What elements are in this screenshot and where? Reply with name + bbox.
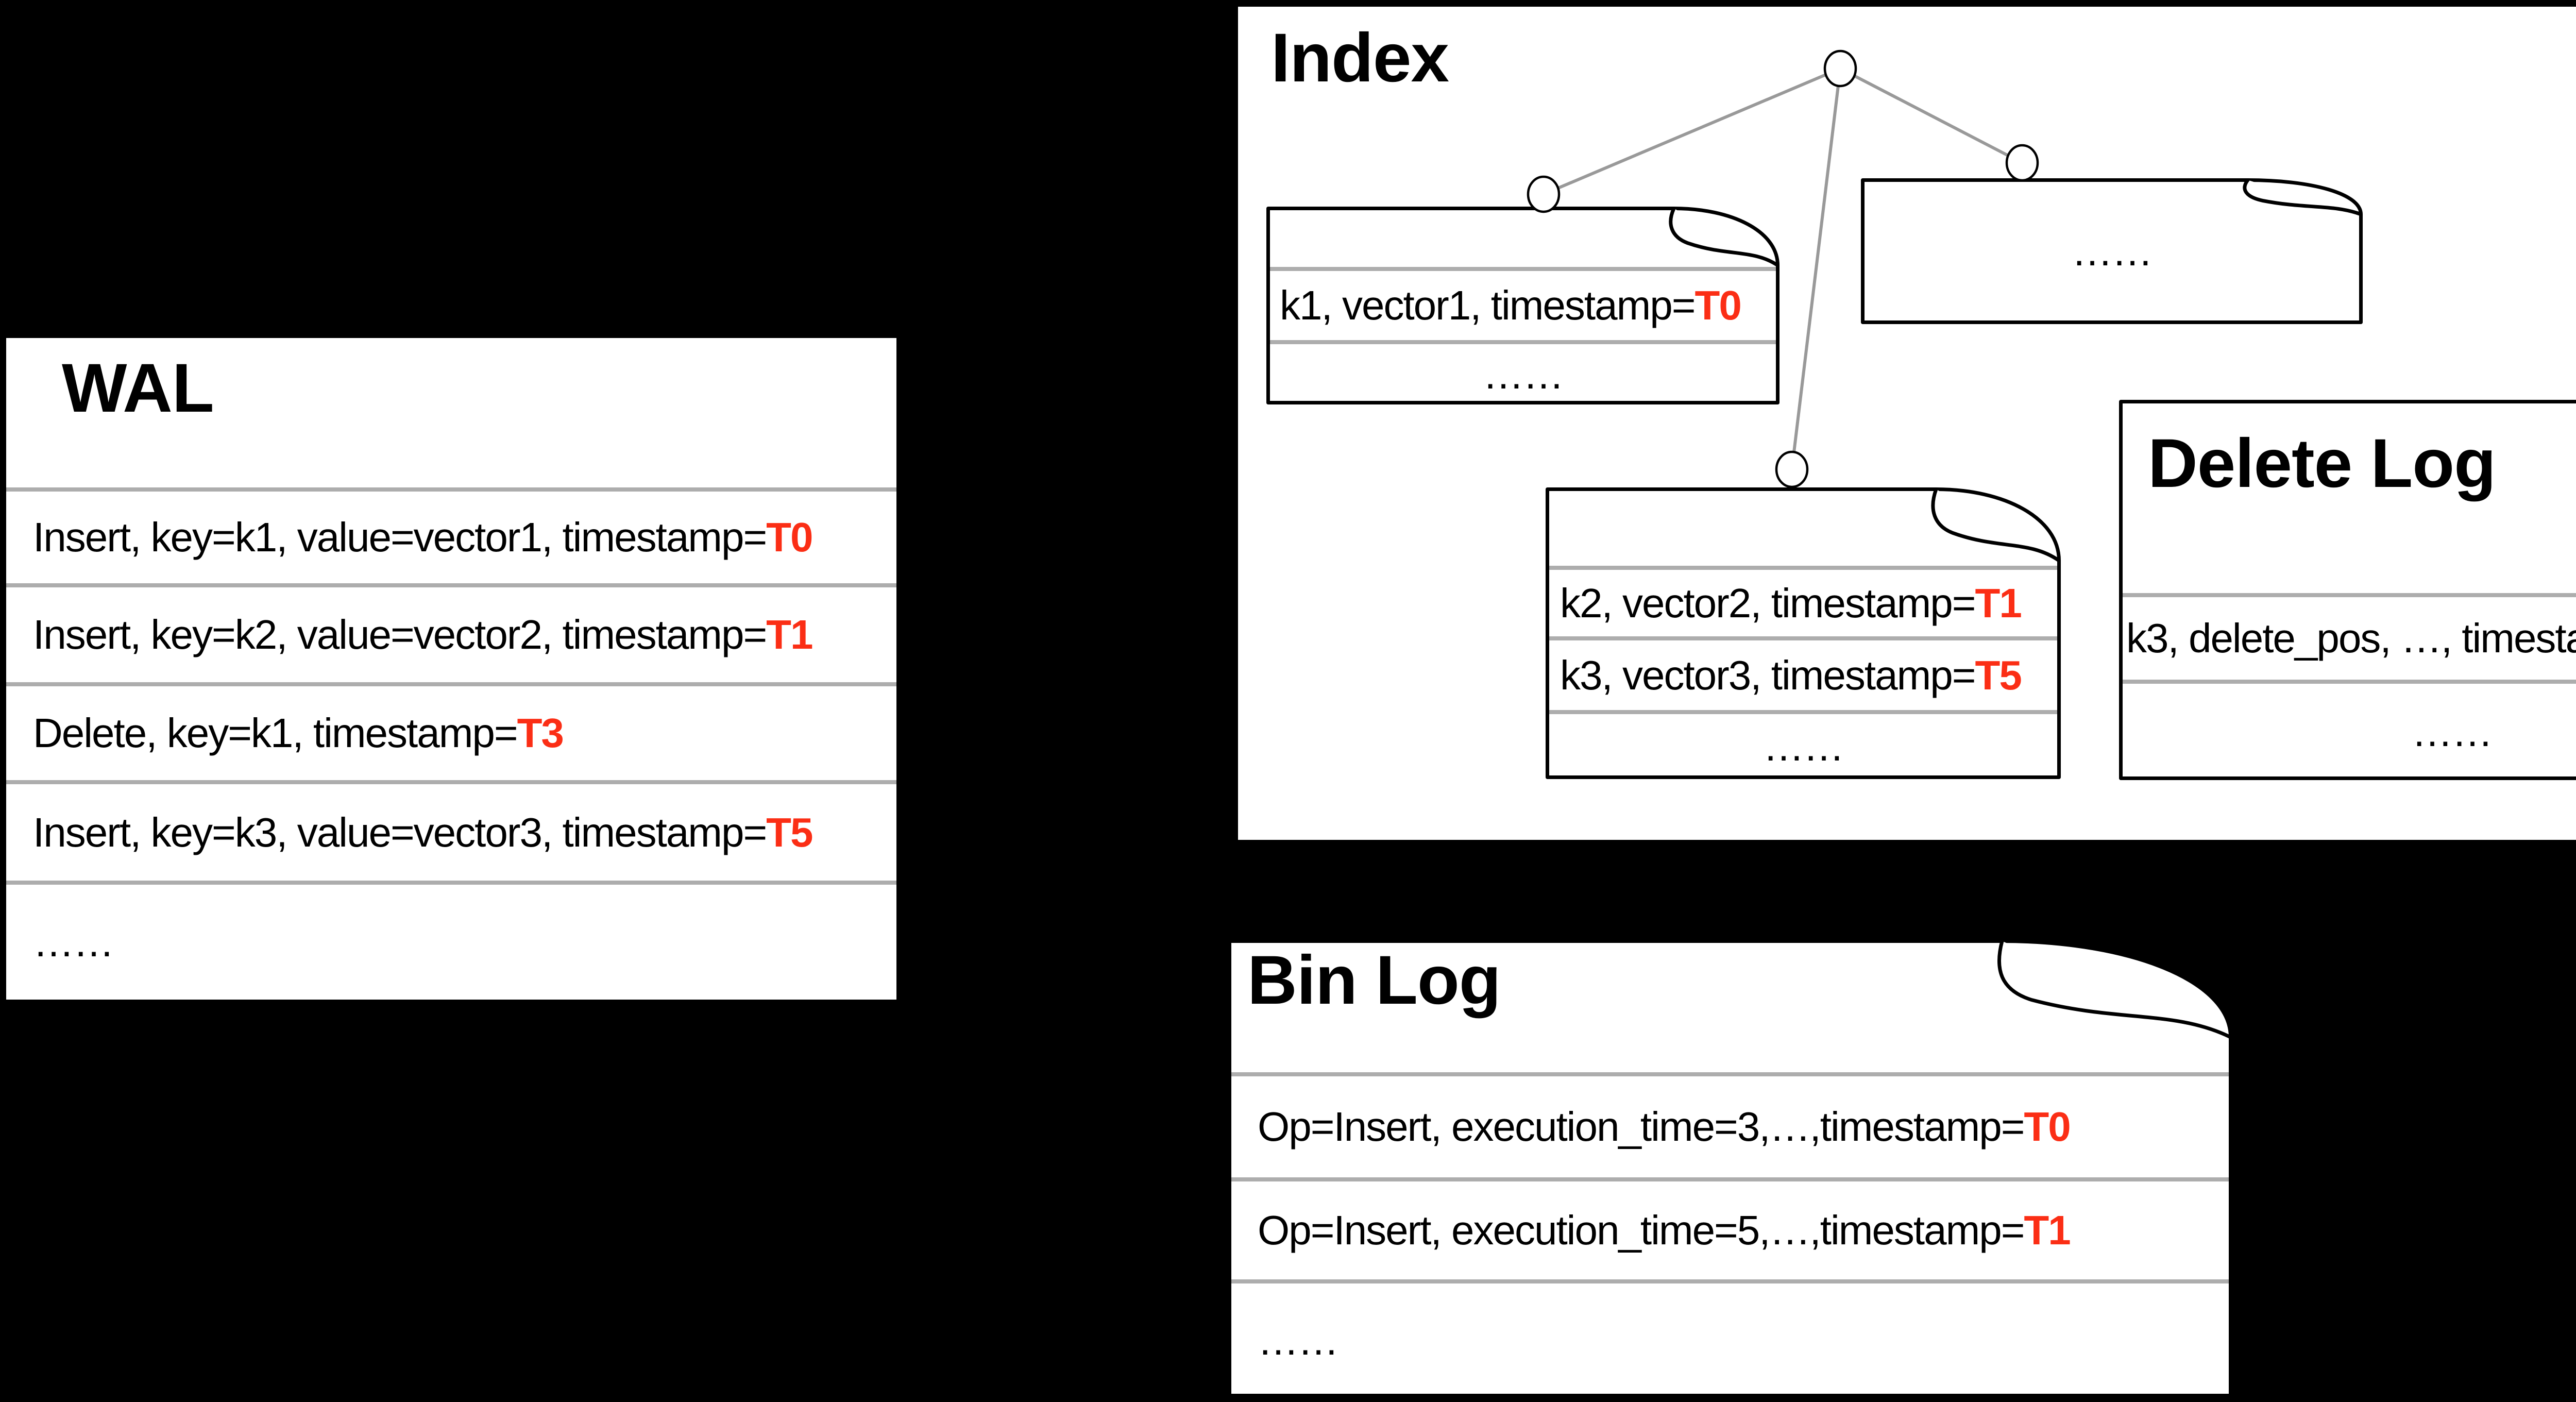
- doc-row-ellipsis: ……: [1861, 178, 2363, 324]
- row-text: Op=Insert, execution_time=5,…,timestamp=: [1258, 1207, 2025, 1253]
- row-text: ……: [2072, 228, 2153, 274]
- doc-row-ellipsis: ……: [1546, 710, 2061, 779]
- doc-row-ellipsis: ……: [2119, 680, 2576, 780]
- segment-doc-ellipsis: ……: [1861, 178, 2363, 324]
- row-text: Insert, key=k2, value=vector2, timestamp…: [33, 612, 767, 657]
- bin-log-header: Bin Log: [1228, 939, 2232, 1072]
- timestamp-value: T1: [766, 612, 813, 657]
- timestamp-value: T0: [2024, 1104, 2071, 1150]
- wal-row: Insert, key=k1, value=vector1, timestamp…: [6, 487, 896, 583]
- row-text: Delete, key=k1, timestamp=: [33, 710, 518, 756]
- doc-row: k1, vector1, timestamp=T0: [1266, 267, 1780, 340]
- row-text: ……: [33, 919, 114, 965]
- doc-header: [1546, 487, 2061, 566]
- wal-header: WAL: [6, 338, 896, 487]
- row-text: k2, vector2, timestamp=: [1560, 580, 1976, 626]
- row-text: Op=Insert, execution_time=3,…,timestamp=: [1258, 1104, 2025, 1150]
- row-text: k1, vector1, timestamp=: [1280, 282, 1696, 328]
- row-text: ……: [1483, 351, 1564, 397]
- doc-row: Op=Insert, execution_time=5,…,timestamp=…: [1228, 1177, 2232, 1279]
- row-text: Insert, key=k1, value=vector1, timestamp…: [33, 514, 767, 560]
- row-text: k3, delete_pos, …, timestamp=: [2126, 615, 2576, 661]
- timestamp-value: T1: [2024, 1207, 2071, 1253]
- doc-header: [1266, 207, 1780, 267]
- timestamp-value: T0: [766, 514, 813, 560]
- doc-row: k3, delete_pos, …, timestamp=T3: [2119, 593, 2576, 680]
- timestamp-value: T3: [517, 710, 564, 756]
- timestamp-value: T1: [1975, 580, 2022, 626]
- bin-log-doc: Bin Log Op=Insert, execution_time=3,…,ti…: [1228, 939, 2232, 1397]
- timestamp-value: T5: [1975, 652, 2022, 698]
- index-title: Index: [1271, 20, 1449, 96]
- delete-log-title: Delete Log: [2148, 425, 2496, 502]
- wal-row-ellipsis: ……: [6, 881, 896, 1000]
- row-text: k3, vector3, timestamp=: [1560, 652, 1976, 698]
- row-text: ……: [2412, 708, 2493, 755]
- doc-row: k3, vector3, timestamp=T5: [1546, 636, 2061, 710]
- row-text: Insert, key=k3, value=vector3, timestamp…: [33, 809, 767, 855]
- doc-row: k2, vector2, timestamp=T1: [1546, 566, 2061, 636]
- wal-row: Insert, key=k3, value=vector3, timestamp…: [6, 780, 896, 881]
- timestamp-value: T0: [1694, 282, 1741, 328]
- wal-box: WAL Insert, key=k1, value=vector1, times…: [6, 338, 896, 1000]
- delete-log-doc: Delete Log k3, delete_pos, …, timestamp=…: [2119, 400, 2576, 780]
- doc-row-ellipsis: ……: [1228, 1279, 2232, 1397]
- wal-row: Insert, key=k2, value=vector2, timestamp…: [6, 583, 896, 682]
- segment-doc-k2k3: k2, vector2, timestamp=T1 k3, vector3, t…: [1546, 487, 2061, 779]
- wal-row: Delete, key=k1, timestamp=T3: [6, 682, 896, 780]
- doc-row: Op=Insert, execution_time=3,…,timestamp=…: [1228, 1072, 2232, 1177]
- wal-title: WAL: [62, 350, 214, 427]
- bin-log-title: Bin Log: [1247, 942, 1501, 1019]
- row-text: ……: [1258, 1317, 1339, 1363]
- delete-log-header: Delete Log: [2119, 400, 2576, 593]
- row-text: ……: [1763, 723, 1844, 769]
- segment-doc-k1: k1, vector1, timestamp=T0 ……: [1266, 207, 1780, 404]
- doc-row-ellipsis: ……: [1266, 340, 1780, 404]
- timestamp-value: T5: [766, 809, 813, 855]
